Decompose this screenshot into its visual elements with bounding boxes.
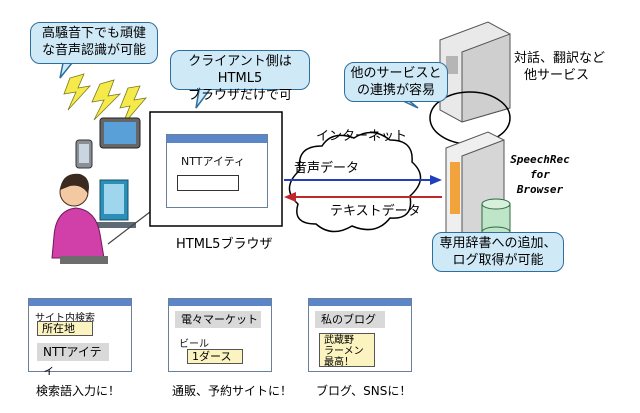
server-name-line: Browser: [516, 183, 564, 196]
example-blog-caption: ブログ、SNSに！: [316, 384, 412, 398]
example-search-window: サイト内検索 所在地 NTTアイティ: [28, 298, 132, 377]
server-name-line: for: [530, 168, 550, 181]
blog-post-line: ラーメン: [324, 346, 364, 357]
server-icon: [439, 21, 511, 123]
server-name-label: SpeechRec for Browser: [500, 152, 580, 197]
lightning-icon: [63, 73, 92, 111]
lightning-icon: [119, 85, 148, 127]
browser-field-label: NTTアイティ: [181, 155, 246, 168]
services-label: 対話、翻訳など 他サービス: [514, 50, 605, 84]
callout-line: クライアント側はHTML5: [188, 54, 292, 86]
text-data-label: テキストデータ: [330, 204, 421, 219]
example-title-bar: [29, 299, 131, 306]
person-icon: [51, 173, 136, 264]
tablet-icon: [99, 117, 141, 149]
services-label-line: 対話、翻訳など: [514, 51, 606, 66]
browser-title-bar: [167, 135, 267, 143]
blog-post-line: 武蔵野: [324, 335, 354, 346]
browser-frame: [149, 111, 283, 227]
callout-line: 高騒音下でも頑健: [41, 26, 146, 41]
example-shop-window: 電々マーケット ビール 1ダース: [168, 298, 272, 372]
callout-line: の連携が容易: [356, 83, 435, 98]
example-blog-window: 私のブログ 武蔵野 ラーメン 最高！: [308, 298, 412, 372]
address-field[interactable]: 所在地: [37, 321, 93, 336]
services-label-line: 他サービス: [524, 68, 590, 83]
smartphone-icon: [75, 139, 93, 169]
client-html5-callout: クライアント側はHTML5 ブラウザだけで可: [170, 50, 310, 103]
voice-data-label: 音声データ: [294, 161, 360, 176]
noise-robust-callout: 高騒音下でも頑健 な音声認識が可能: [30, 22, 158, 64]
callout-line: ログ取得が可能: [452, 253, 544, 268]
example-title-bar: [309, 299, 411, 306]
lightning-icon: [91, 79, 122, 121]
callout-line: 専用辞書への追加、: [439, 236, 557, 251]
example-title-bar: [169, 299, 271, 306]
example-search-caption: 検索語入力に！: [36, 384, 121, 398]
browser-caption: HTML5ブラウザ: [176, 237, 273, 252]
server-name-line: SpeechRec: [510, 153, 570, 166]
blog-title: 私のブログ: [315, 311, 385, 328]
quantity-field[interactable]: 1ダース: [187, 349, 243, 364]
example-shop-caption: 通販、予約サイトに！: [172, 384, 293, 398]
internet-label: インターネット: [316, 129, 408, 144]
market-title: 電々マーケット: [175, 311, 261, 328]
browser-window: NTTアイティ: [166, 134, 268, 208]
search-term-field[interactable]: NTTアイティ: [37, 343, 109, 377]
blog-post-line: 最高！: [324, 357, 354, 368]
callout-line: ブラウザだけで可: [187, 88, 292, 103]
dictionary-log-callout: 専用辞書への追加、 ログ取得が可能: [432, 232, 564, 272]
service-integration-callout: 他のサービスと の連携が容易: [344, 62, 448, 102]
callout-line: な音声認識が可能: [41, 43, 146, 58]
beer-label: ビール: [179, 339, 209, 350]
site-search-label: サイト内検索: [35, 313, 95, 324]
blog-post-field[interactable]: 武蔵野 ラーメン 最高！: [319, 333, 375, 368]
callout-line: 他のサービスと: [350, 66, 442, 81]
browser-text-field[interactable]: [177, 175, 239, 191]
